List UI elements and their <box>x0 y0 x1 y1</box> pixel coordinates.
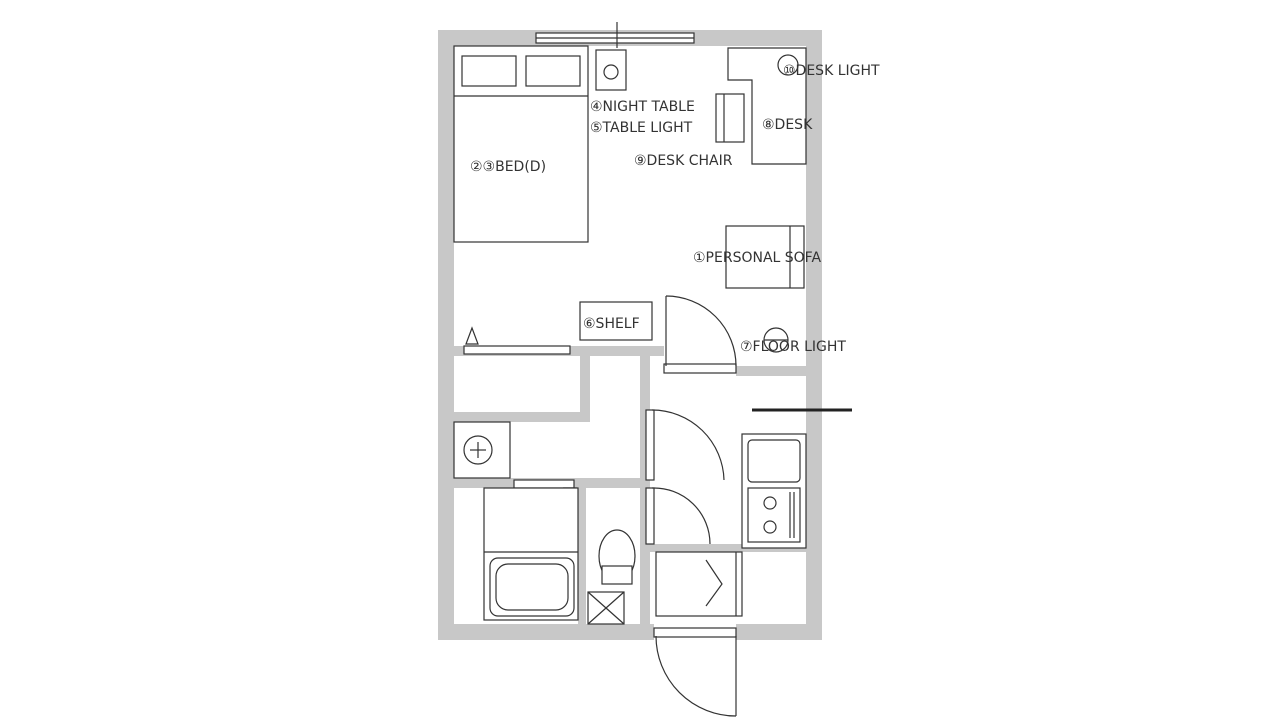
wall-right <box>806 30 822 640</box>
label-table-light: ⑤TABLE LIGHT <box>590 120 693 136</box>
pillow-right <box>525 55 581 87</box>
bath-doors <box>645 409 725 545</box>
label-personal-sofa: ①PERSONAL SOFA <box>693 250 821 266</box>
wall-closet-side <box>580 356 590 422</box>
sink <box>747 439 801 483</box>
shelf <box>579 301 653 341</box>
floor-light <box>763 327 789 353</box>
label-shelf: ⑥SHELF <box>583 316 640 332</box>
wall-mid-right <box>736 366 806 376</box>
night-table <box>595 49 627 91</box>
bathroom <box>483 479 579 621</box>
wall-corridor <box>640 356 650 626</box>
table-light-icon <box>603 64 619 80</box>
wall-left <box>438 30 454 640</box>
personal-sofa <box>725 225 805 289</box>
stove <box>747 487 801 543</box>
label-desk-chair: ⑨DESK CHAIR <box>634 153 733 169</box>
wall-closet <box>454 412 584 422</box>
room-door <box>663 295 737 374</box>
wall-entry <box>650 544 806 552</box>
toilet <box>587 529 636 625</box>
label-floor-light: ⑦FLOOR LIGHT <box>740 339 846 355</box>
wall-bottom-left <box>438 624 654 640</box>
label-desk: ⑧DESK <box>762 117 813 133</box>
bed <box>453 45 589 243</box>
bathtub <box>489 557 575 617</box>
desk-chair <box>715 93 745 143</box>
wall-bath-divider <box>578 488 586 624</box>
label-desk-light: ⑩DESK LIGHT <box>783 63 880 79</box>
wall-bottom-right <box>736 624 822 640</box>
desk <box>715 47 807 165</box>
closet-rail <box>463 326 571 355</box>
window <box>535 22 695 48</box>
label-bed: ②③BED(D) <box>470 159 546 175</box>
label-night-table: ④NIGHT TABLE <box>590 99 695 115</box>
desk-light-icon <box>777 54 799 76</box>
entrance-door <box>653 627 737 717</box>
washer-space <box>453 421 511 479</box>
shoe-cabinet <box>655 551 743 617</box>
pillow-left <box>461 55 517 87</box>
kitchen <box>741 408 852 549</box>
